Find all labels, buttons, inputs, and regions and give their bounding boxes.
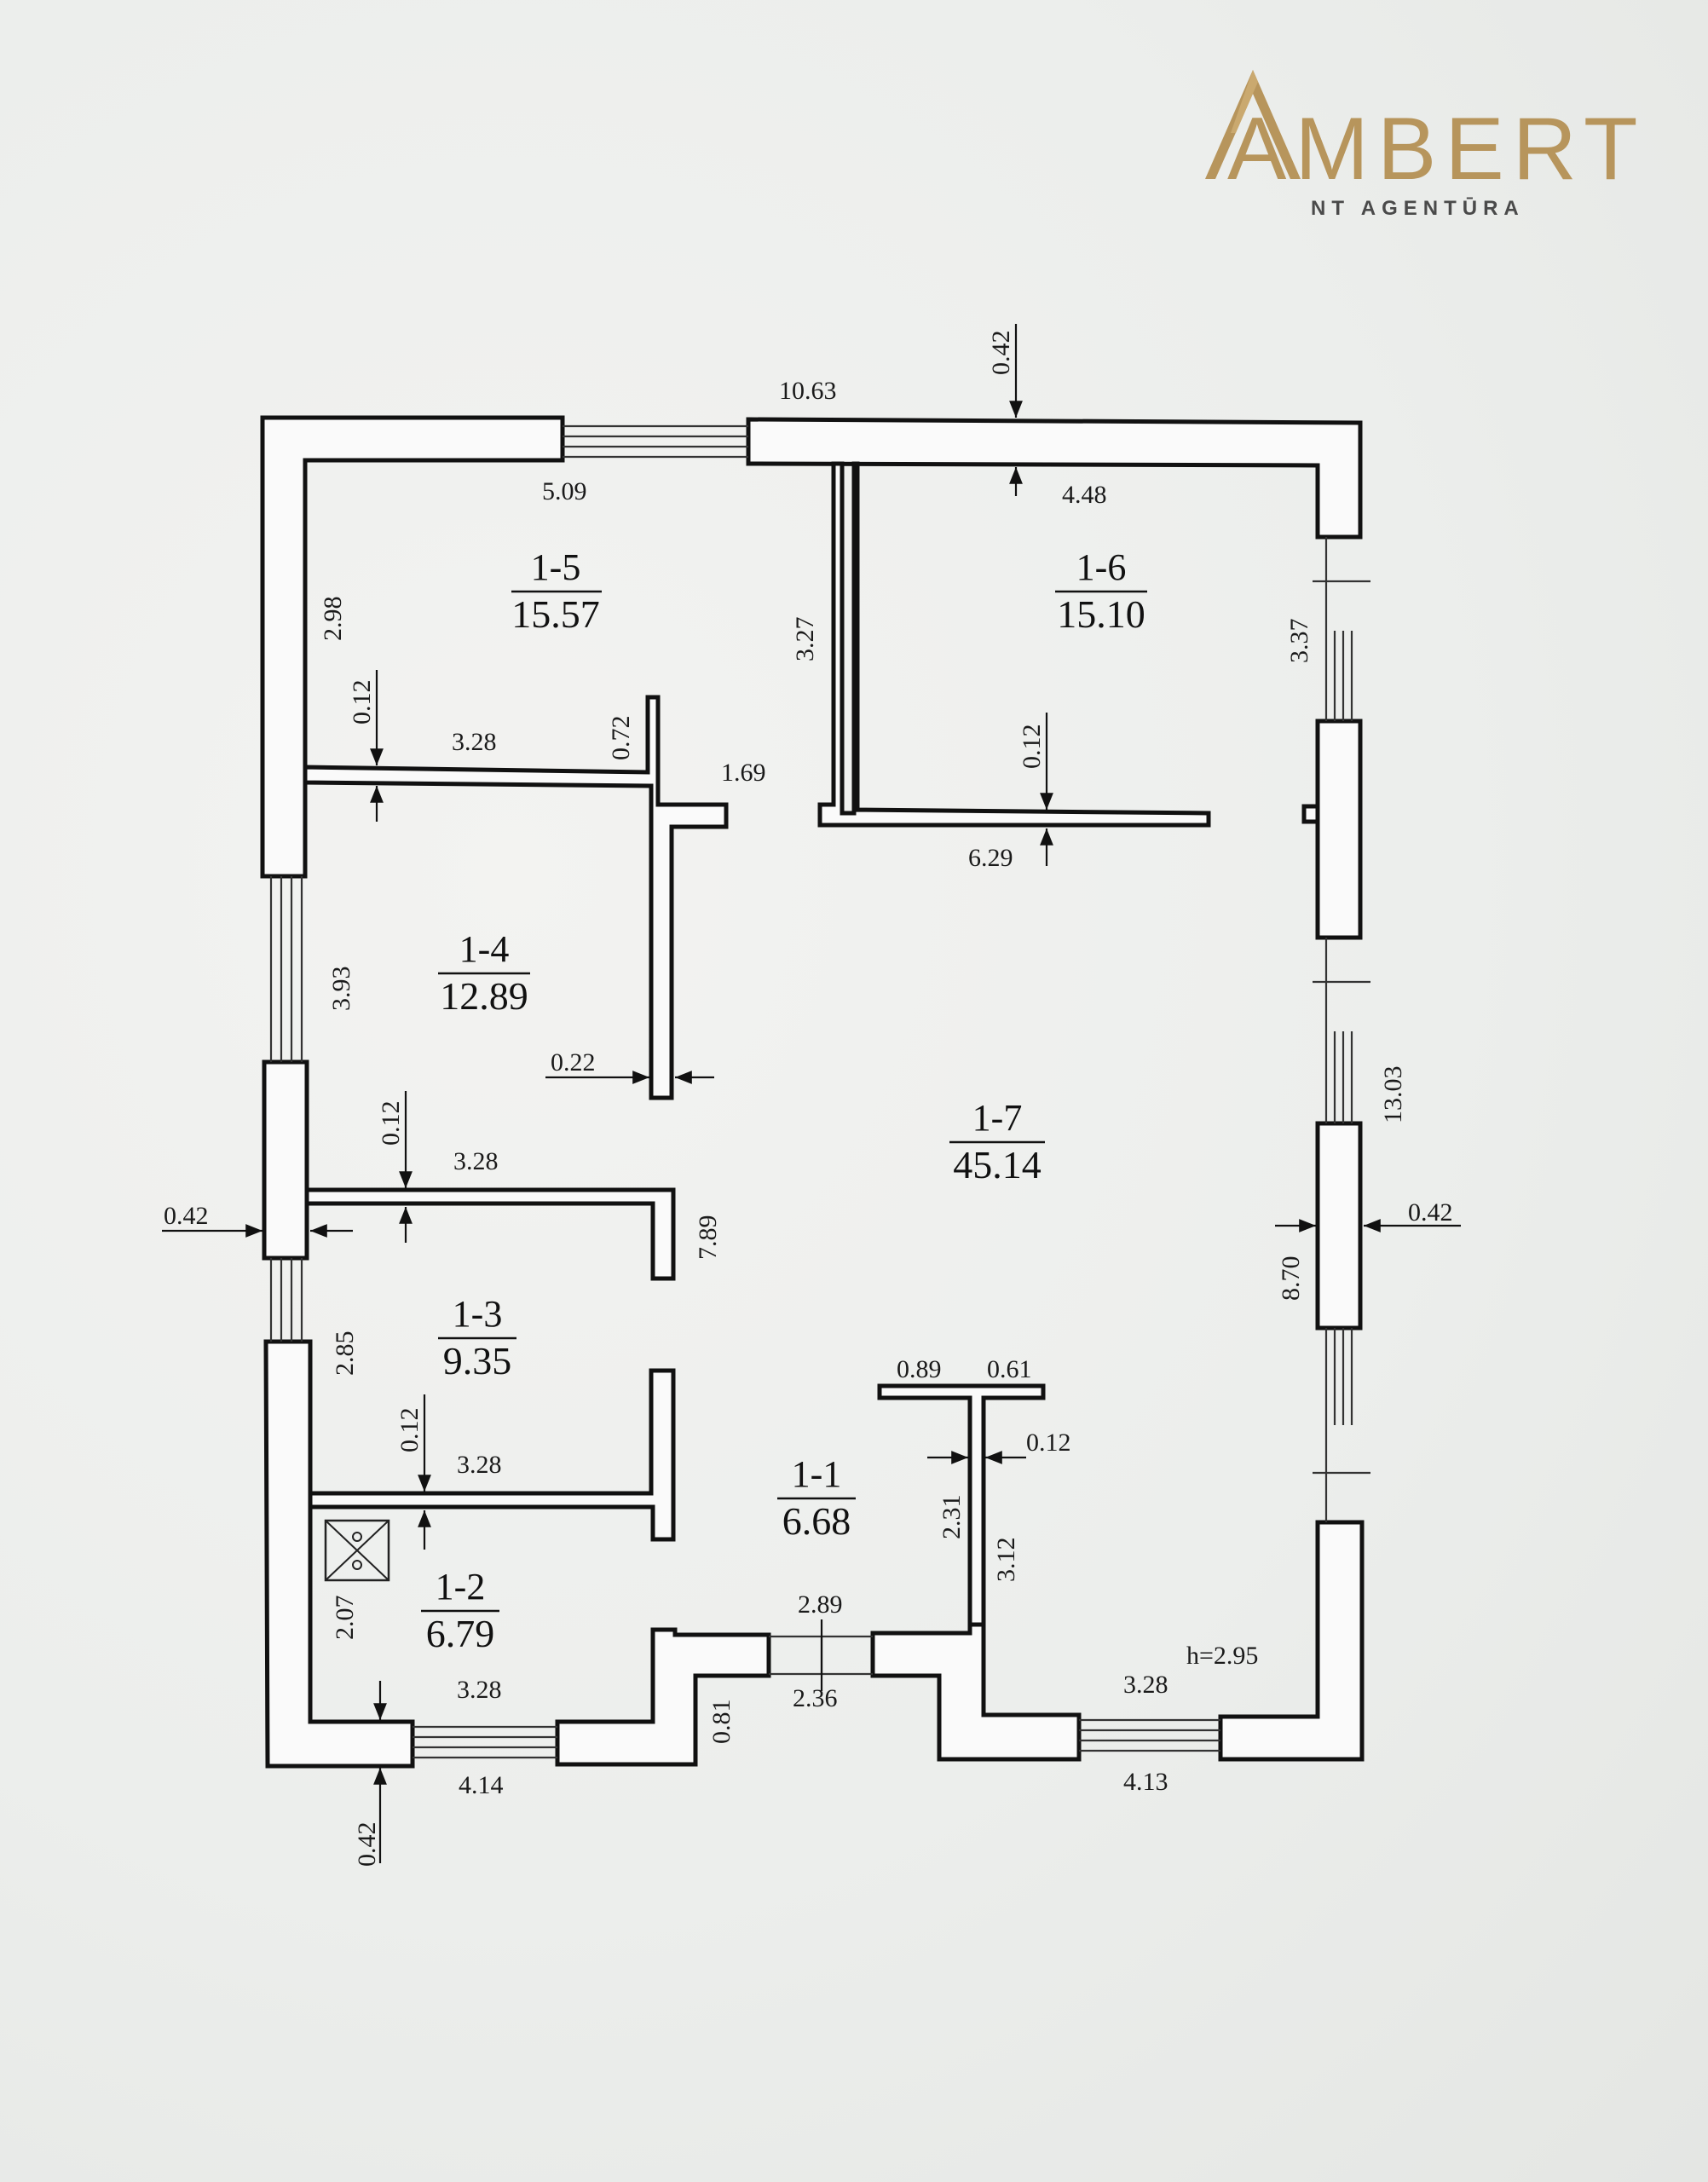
svg-text:12.89: 12.89 (440, 974, 528, 1018)
dim-right-overall: 13.03 (1379, 1066, 1407, 1124)
wall-right-stub (1301, 804, 1320, 824)
dim-room-1-6-bottom: 6.29 (968, 844, 1013, 872)
svg-text:9.35: 9.35 (443, 1339, 512, 1383)
window-right-middle (1313, 938, 1370, 1123)
dim-bottom-left-inner: 3.28 (457, 1676, 502, 1704)
svg-text:15.10: 15.10 (1057, 592, 1145, 636)
window-bottom-right (1079, 1718, 1220, 1752)
svg-text:45.14: 45.14 (953, 1143, 1042, 1186)
svg-text:1-6: 1-6 (1076, 546, 1127, 588)
svg-text:1-3: 1-3 (453, 1293, 503, 1335)
room-1-3-label: 1-3 9.35 (438, 1293, 516, 1383)
dim-room-1-4-depth: 3.93 (327, 967, 355, 1012)
window-right-upper (1313, 537, 1370, 721)
svg-text:15.57: 15.57 (511, 592, 600, 636)
dim-stub-1-69: 1.69 (721, 759, 766, 787)
dim-room-1-6-depth: 3.37 (1285, 619, 1313, 664)
svg-text:1-7: 1-7 (972, 1097, 1023, 1139)
svg-text:1-4: 1-4 (459, 928, 510, 970)
partition-1-5-1-6 (817, 461, 1211, 828)
dimension-labels: 10.63 0.42 5.09 2.98 3.27 4.48 3.37 0.12… (164, 331, 1453, 1867)
dim-right-segment: 8.70 (1277, 1256, 1305, 1302)
dim-right-wall: 0.42 (1408, 1198, 1453, 1227)
svg-text:6.79: 6.79 (426, 1612, 495, 1655)
dim-room-1-6-width: 4.48 (1062, 481, 1107, 509)
wall-top-right (746, 417, 1363, 540)
dim-room-1-5-depth: 2.98 (319, 597, 347, 642)
dim-wall-0-12-a: 0.12 (348, 680, 376, 725)
dim-left-wall: 0.42 (164, 1202, 209, 1230)
boiler-icon (324, 1519, 390, 1582)
dim-t-stem-a: 2.31 (938, 1495, 966, 1540)
dim-wall-0-12-c: 0.12 (377, 1101, 405, 1146)
dim-t-stem-b: 3.12 (992, 1538, 1020, 1583)
svg-text:6.68: 6.68 (782, 1499, 851, 1543)
room-1-7-label: 1-7 45.14 (949, 1097, 1045, 1186)
window-bottom-left (413, 1725, 557, 1759)
dim-room-1-2-depth: 2.07 (331, 1596, 359, 1641)
dim-room-1-4-width: 3.28 (452, 728, 497, 756)
svg-text:1-2: 1-2 (436, 1566, 486, 1608)
dim-bottom-right-outer: 4.13 (1123, 1768, 1168, 1796)
dim-room-1-3-depth: 2.85 (331, 1331, 359, 1377)
window-top (563, 424, 748, 459)
dim-entry-top: 2.89 (798, 1590, 843, 1619)
dim-bottom-right-inner: 3.28 (1123, 1671, 1168, 1699)
dim-wall-0-22: 0.22 (551, 1048, 596, 1077)
partition-1-4-1-3 (304, 1187, 676, 1281)
room-1-2-label: 1-2 6.79 (421, 1566, 499, 1655)
window-left-lower (269, 1258, 303, 1342)
dim-wall-0-12-d: 0.12 (395, 1408, 424, 1453)
dimension-arrows (162, 324, 1461, 1863)
wall-left-seg1 (262, 1059, 309, 1261)
dim-t-left: 0.89 (897, 1355, 942, 1383)
dim-stub-0-72: 0.72 (607, 716, 635, 761)
dim-partition-3-27: 3.27 (791, 617, 819, 662)
window-right-lower (1313, 1328, 1370, 1522)
dim-wall-0-12-b: 0.12 (1018, 724, 1046, 770)
room-1-6-label: 1-6 15.10 (1055, 546, 1147, 636)
partition-1-3-1-2 (308, 1368, 676, 1542)
wall-bottom-mid-left (555, 1627, 771, 1767)
wall-bottom-mid-right (870, 1622, 1082, 1762)
dim-top-wall: 0.42 (987, 331, 1015, 376)
room-1-1-label: 1-1 6.68 (777, 1453, 856, 1543)
partition-t (877, 1383, 1046, 1627)
dim-entry-bottom: 2.36 (793, 1684, 838, 1712)
logo-word: AMBERTI (1227, 100, 1645, 199)
room-1-5-label: 1-5 15.57 (511, 546, 602, 636)
dim-bottom-left-wall: 0.42 (353, 1822, 381, 1867)
dim-top-overall: 10.63 (779, 377, 837, 405)
logo-subtitle: NT AGENTŪRA (1311, 197, 1525, 220)
room-1-4-label: 1-4 12.89 (438, 928, 530, 1018)
dim-room-1-2-width: 3.28 (457, 1451, 502, 1479)
wall-right-seg2 (1315, 1121, 1363, 1331)
dim-entry-wall: 0.81 (707, 1700, 736, 1745)
dim-bottom-left-outer: 4.14 (459, 1771, 504, 1799)
dim-t-wall: 0.12 (1026, 1429, 1071, 1457)
wall-top-left (260, 415, 565, 879)
dim-room-1-5-width: 5.09 (542, 477, 587, 505)
dim-t-right: 0.61 (987, 1355, 1032, 1383)
partition-1-5-1-4 (303, 695, 729, 1100)
wall-right-bottom (1218, 1520, 1365, 1762)
dim-left-overall: 7.89 (694, 1215, 722, 1261)
dim-room-1-3-width: 3.28 (453, 1147, 499, 1175)
amberti-logo: AMBERTI NT AGENTŪRA (1205, 70, 1645, 220)
wall-left-bottom (263, 1339, 415, 1769)
svg-text:1-5: 1-5 (531, 546, 581, 588)
wall-right-seg1 (1315, 719, 1363, 940)
ceiling-height: h=2.95 (1186, 1642, 1258, 1670)
window-left-upper (269, 876, 303, 1062)
svg-text:1-1: 1-1 (792, 1453, 842, 1495)
